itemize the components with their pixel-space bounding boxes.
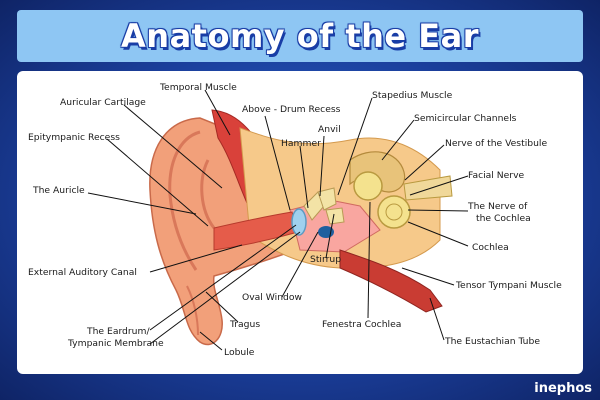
eardrum-shape — [291, 208, 307, 236]
title-bar: Anatomy of the Ear — [17, 10, 583, 62]
label-nerve-cochlea-line1: The Nerve of — [467, 201, 528, 212]
label-nerve-cochlea-line2: the Cochlea — [476, 213, 531, 224]
label-lobule: Lobule — [224, 347, 255, 358]
label-above-drum-recess: Above - Drum Recess — [242, 104, 341, 115]
label-stirrup: Stirrup — [310, 254, 341, 265]
label-auricular-cartilage: Auricular Cartilage — [60, 97, 146, 108]
label-cochlea: Cochlea — [472, 242, 509, 253]
label-hammer: Hammer — [281, 138, 321, 149]
inner-ear — [349, 151, 453, 229]
ossicles — [303, 187, 345, 238]
label-tensor-tympani-muscle: Tensor Tympani Muscle — [455, 280, 562, 291]
label-anvil: Anvil — [318, 124, 341, 135]
page-title: Anatomy of the Ear — [121, 17, 479, 55]
label-eustachian-tube: The Eustachian Tube — [444, 336, 540, 347]
label-epitympanic-recess: Epitympanic Recess — [28, 132, 120, 143]
brand-logo: inephos — [534, 381, 592, 396]
label-eardrum-line1: The Eardrum/ — [86, 326, 150, 337]
label-fenestra-cochlea: Fenestra Cochlea — [322, 319, 401, 330]
label-temporal-muscle: Temporal Muscle — [159, 82, 237, 93]
label-oval-window: Oval Window — [242, 292, 302, 303]
label-tragus: Tragus — [229, 319, 260, 330]
label-external-auditory-canal: External Auditory Canal — [28, 267, 137, 278]
label-semicircular-channels: Semicircular Channels — [414, 113, 517, 124]
leader-lines — [87, 89, 469, 351]
label-the-auricle: The Auricle — [32, 185, 85, 196]
label-eardrum-line2: Tympanic Membrane — [67, 338, 164, 349]
label-facial-nerve: Facial Nerve — [468, 170, 525, 181]
label-nerve-vestibule: Nerve of the Vestibule — [445, 138, 547, 149]
label-stapedius-muscle: Stapedius Muscle — [372, 90, 453, 101]
